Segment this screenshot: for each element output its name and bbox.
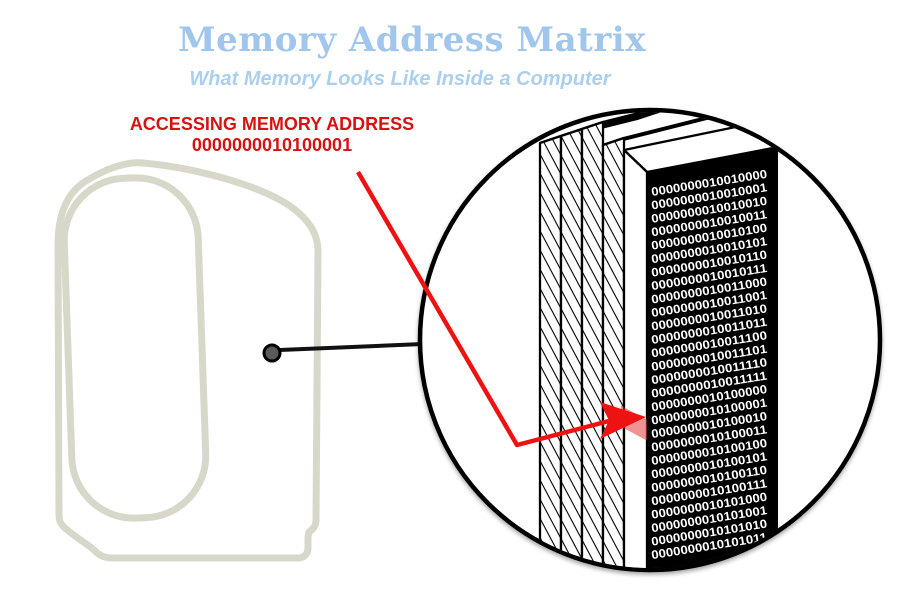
case-front-panel — [60, 174, 210, 522]
callout-line1: ACCESSING MEMORY ADDRESS — [129, 114, 415, 134]
stack-sheet-edge-strip — [559, 127, 584, 568]
stack-sheet-edge-strip — [601, 136, 626, 568]
accessing-arrow — [356, 170, 646, 448]
connector-line — [279, 342, 424, 352]
page-title: Memory Address Matrix — [178, 20, 646, 60]
accessing-arrow-head — [600, 402, 646, 439]
memory-address-list: 0000000010010000000000001001000100000000… — [650, 167, 768, 562]
stack-sheet-edge-strip — [580, 120, 605, 568]
stack-sheet-edge-strip — [538, 134, 563, 568]
stack-front-face — [647, 147, 778, 568]
page-subtitle: What Memory Looks Like Inside a Computer — [189, 68, 611, 90]
connector-dot — [262, 343, 282, 363]
memory-stack: 0000000010010000000000001001000100000000… — [538, 112, 780, 568]
accessing-arrow-shaft — [356, 170, 610, 448]
case-body-outline — [54, 159, 322, 562]
callout-address: 0000000010100001 — [191, 135, 353, 155]
accessing-address-callout: ACCESSING MEMORY ADDRESS 000000001010000… — [130, 114, 414, 156]
stack-bevel-band — [622, 148, 649, 568]
computer-case-outline — [54, 159, 322, 562]
